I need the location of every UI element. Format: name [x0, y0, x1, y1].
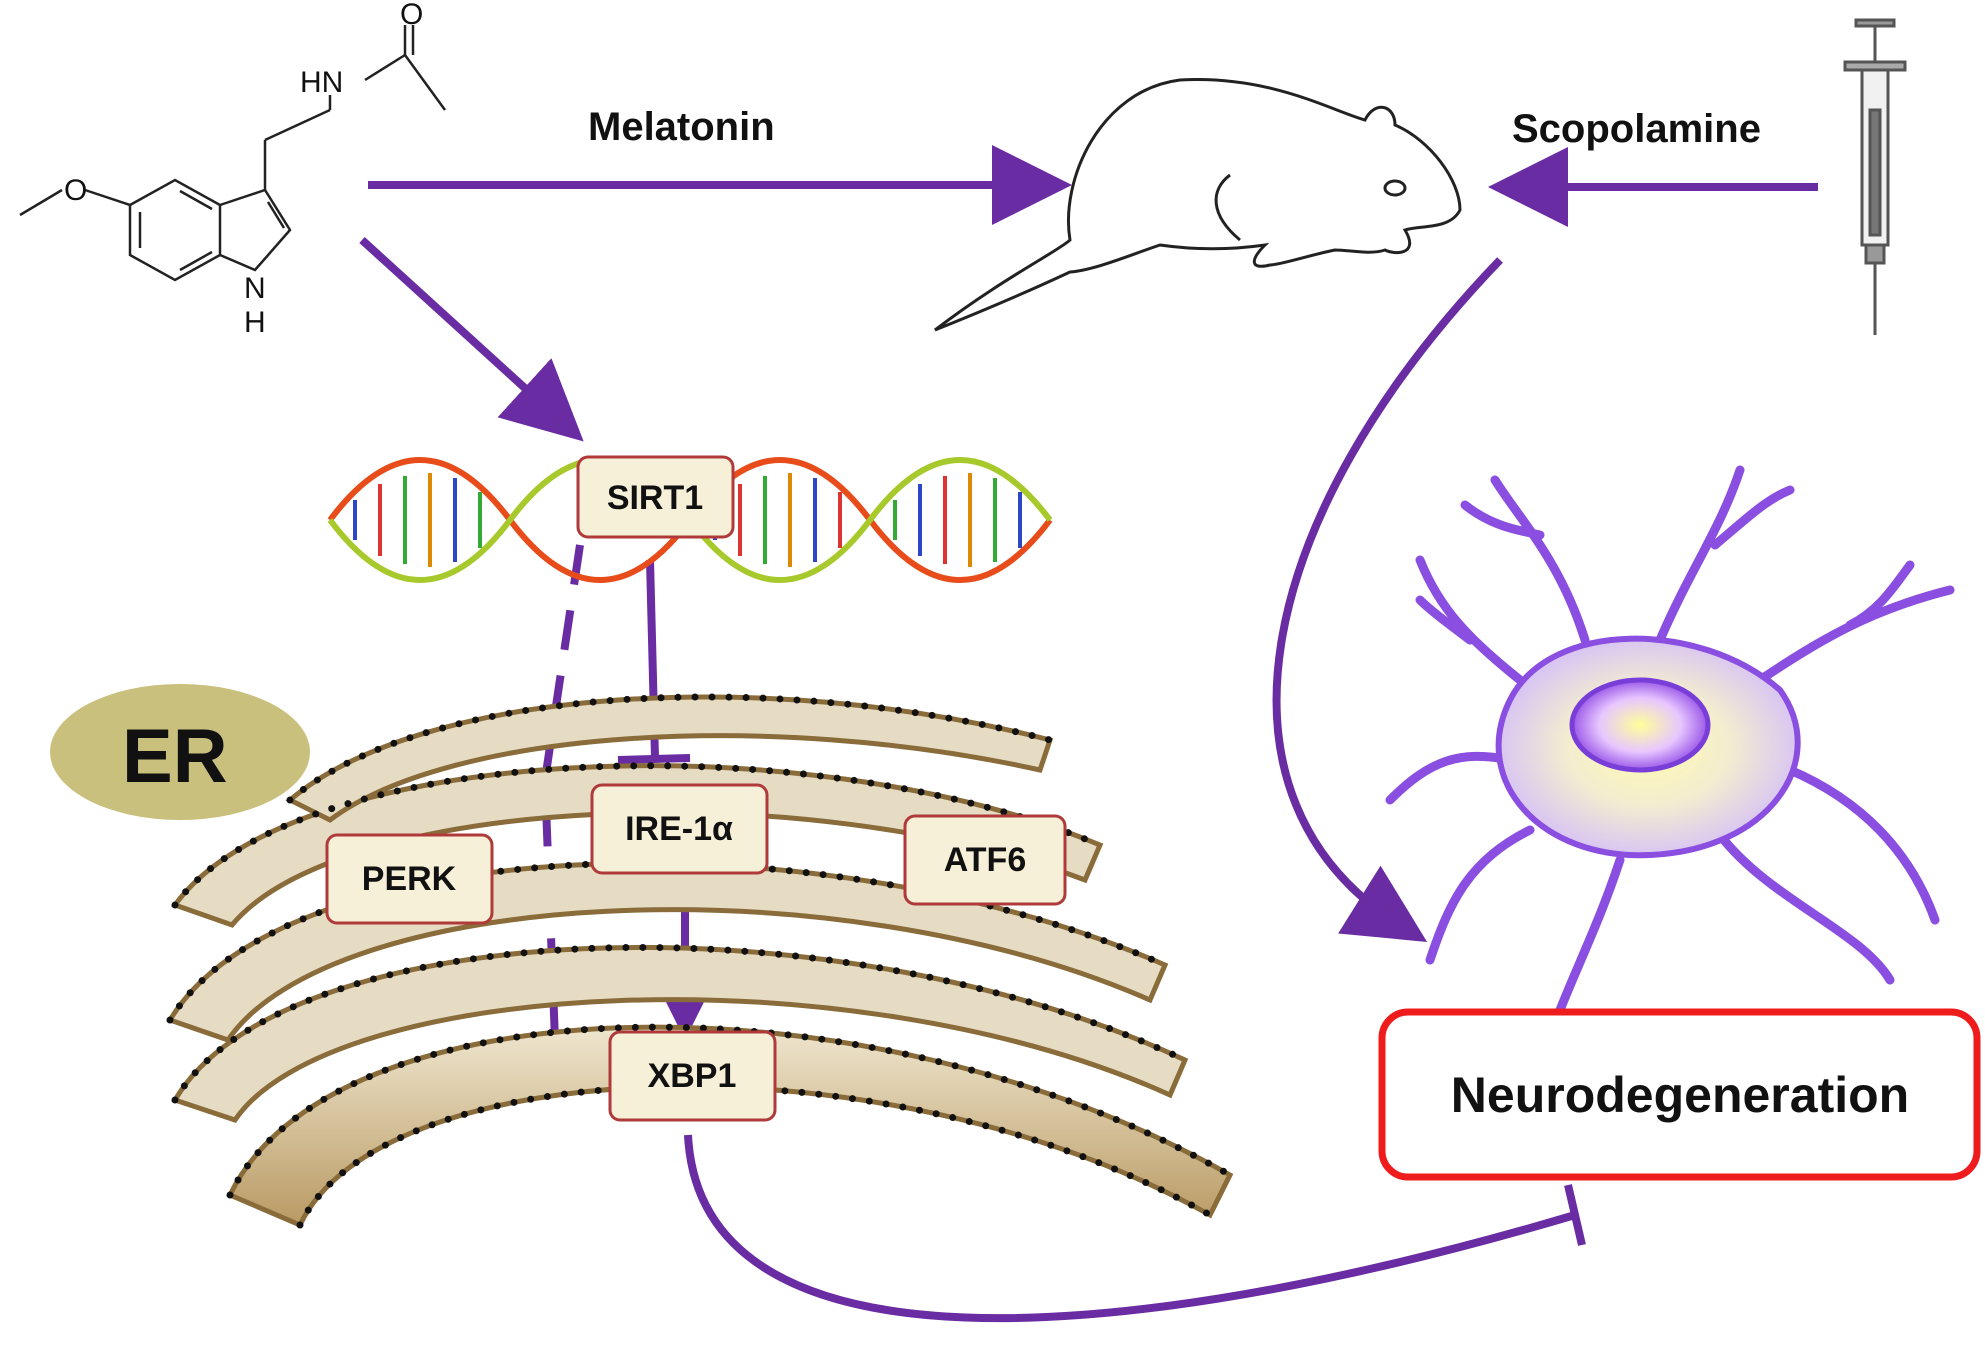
scopolamine-label: Scopolamine: [1512, 107, 1761, 151]
atf6-label: ATF6: [944, 841, 1026, 879]
xbp1-label: XBP1: [648, 1057, 737, 1095]
melatonin-label: Melatonin: [588, 105, 775, 149]
arrow-melatonin-to-sirt1: [359, 237, 584, 442]
neurodegeneration-label: Neurodegeneration: [1451, 1067, 1909, 1123]
xbp1-box: XBP1: [608, 1030, 777, 1122]
ribosome-dots: [166, 693, 1234, 1229]
er-ellipse: [50, 684, 310, 820]
methoxy-o-label: O: [64, 174, 87, 207]
sirt1-label: SIRT1: [607, 479, 703, 517]
inhibit-xbp1-to-neurodegeneration: [684, 1134, 1577, 1323]
ire1a-label: IRE-1α: [625, 810, 733, 848]
carbonyl-o-label: O: [400, 0, 423, 31]
sirt1-box: SIRT1: [576, 455, 735, 539]
mouse-illustration: [934, 78, 1462, 332]
amide-nh-label: HN: [300, 66, 343, 99]
ire1a-box: IRE-1α: [590, 783, 769, 875]
ring-h-label: H: [244, 306, 266, 339]
melatonin-structure: [19, 25, 447, 282]
arrow-mouse-to-neurodegeneration: [1272, 257, 1503, 942]
neurodegeneration-box: [1378, 1008, 1981, 1181]
endoplasmic-reticulum: [166, 694, 1234, 1229]
ring-n-label: N: [244, 272, 266, 305]
atf6-box: ATF6: [903, 814, 1067, 906]
er-label: ER: [122, 714, 228, 799]
syringe-icon: [1843, 18, 1907, 335]
neuron-illustration: [1385, 465, 1955, 1015]
perk-label: PERK: [362, 860, 457, 898]
perk-box: PERK: [325, 833, 494, 925]
